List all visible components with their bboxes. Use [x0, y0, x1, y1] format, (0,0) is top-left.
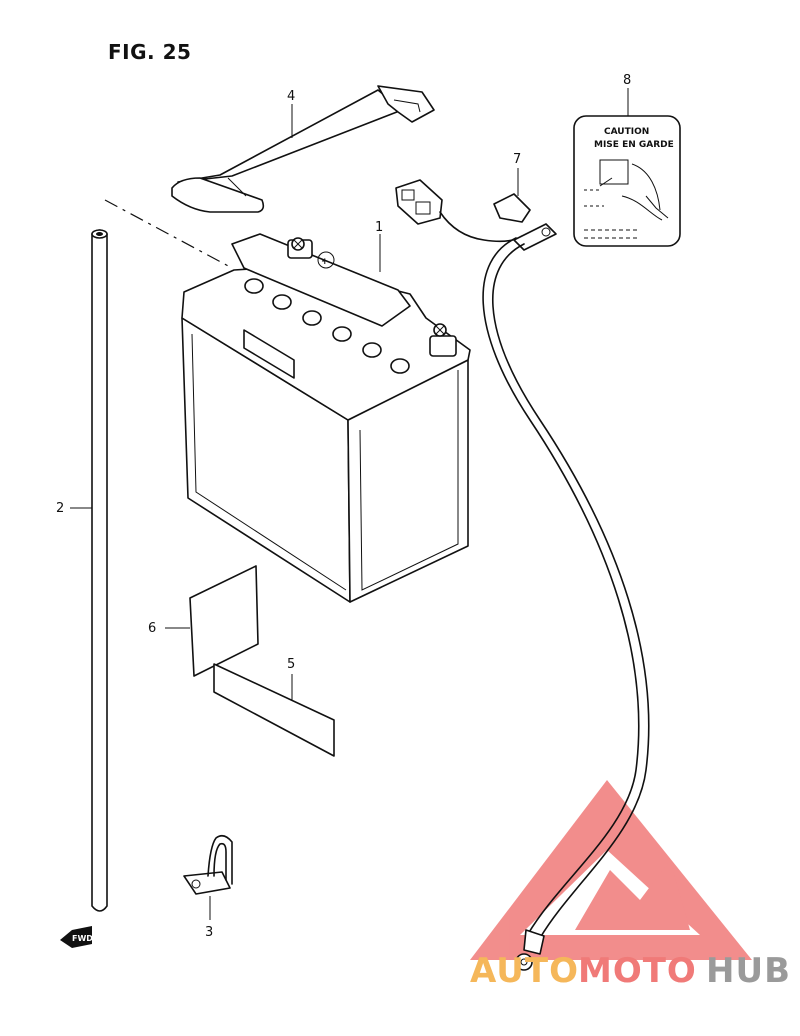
terminal-positive	[287, 237, 313, 259]
watermark-moto: MOTO	[578, 951, 697, 991]
figure-title: FIG. 25	[108, 40, 192, 64]
mise-en-garde-text: MISE EN GARDE	[594, 140, 674, 150]
terminal-negative	[429, 323, 457, 357]
plus-mark: +	[321, 257, 329, 267]
breather-hose	[91, 229, 108, 912]
vent-caps	[244, 278, 410, 374]
clamp	[183, 834, 233, 895]
caution-label: CAUTION MISE EN GARDE	[573, 115, 681, 247]
watermark-m-shape	[575, 860, 690, 930]
callout-5: 5	[287, 657, 295, 672]
callout-4: 4	[287, 89, 295, 104]
battery-band	[171, 85, 435, 213]
cable	[395, 179, 650, 971]
caution-text: CAUTION	[604, 127, 649, 137]
watermark-hub: HUB	[706, 951, 791, 991]
battery: +	[181, 233, 471, 603]
watermark-text: AUTO MOTO HUB	[470, 951, 791, 991]
plus-mark-ring	[317, 251, 335, 269]
callout-7: 7	[513, 152, 521, 167]
watermark-auto: AUTO	[470, 951, 579, 991]
callout-6: 6	[148, 621, 156, 636]
callout-3: 3	[205, 925, 213, 940]
pad-5	[213, 663, 335, 757]
callout-2: 2	[56, 501, 64, 516]
watermark-logo	[470, 780, 752, 960]
callout-8: 8	[623, 73, 631, 88]
pad-6	[189, 565, 259, 677]
callout-1: 1	[375, 220, 383, 235]
fwd-arrow-icon: FWD	[60, 926, 93, 948]
leader-dash-line	[104, 199, 233, 269]
fwd-text: FWD	[72, 934, 93, 943]
